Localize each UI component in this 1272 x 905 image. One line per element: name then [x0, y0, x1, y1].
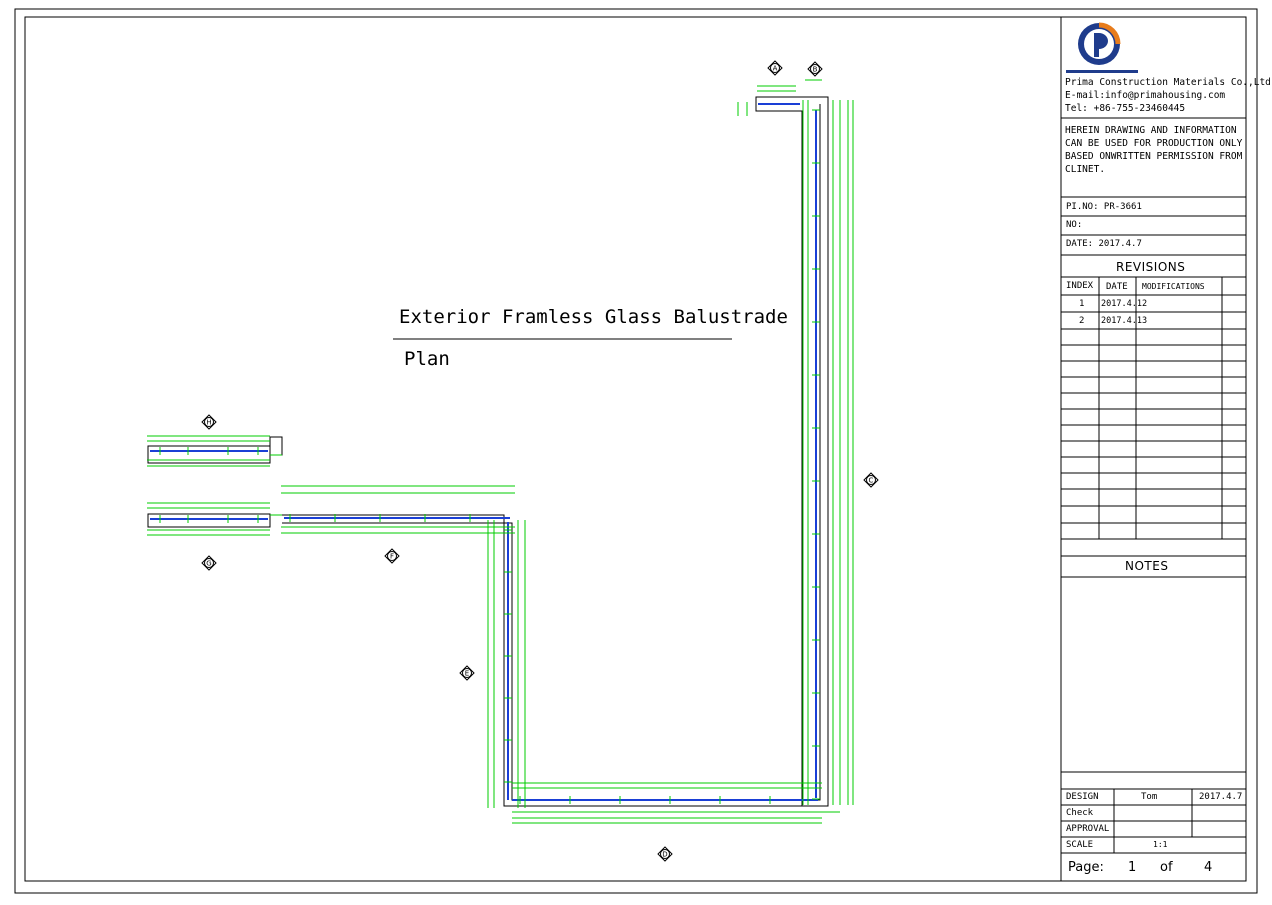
drawing-subtitle: Plan	[404, 348, 450, 370]
rev-row-index: 2	[1079, 316, 1085, 326]
marker-circle	[462, 668, 472, 678]
marker-letter: A	[773, 65, 778, 73]
section-markers: A B C D E F G H	[201, 60, 879, 862]
disclaimer-text: HEREIN DRAWING AND INFORMATION CAN BE US…	[1065, 125, 1243, 175]
scale-label: SCALE	[1066, 840, 1094, 850]
page-label: Page:	[1068, 860, 1104, 875]
marker-letter: C	[869, 477, 874, 485]
section-marker-a: A	[767, 60, 783, 76]
company-name: Prima Construction Materials Co.,Ltd	[1065, 77, 1271, 88]
company-logo	[1066, 22, 1138, 73]
date-field: DATE: 2017.4.7	[1066, 239, 1142, 249]
page-current: 1	[1128, 860, 1137, 875]
inner-border	[24, 16, 1247, 882]
marker-diamond	[863, 472, 879, 488]
rev-row-date: 2017.4.12	[1101, 299, 1148, 309]
company-email: E-mail:info@primahousing.com	[1065, 90, 1226, 101]
marker-diamond	[384, 548, 400, 564]
rev-header-modifications: MODIFICATIONS	[1142, 282, 1205, 291]
pi-number: PI.NO: PR-3661	[1066, 202, 1142, 212]
scale-value: 1:1	[1153, 840, 1168, 849]
section-marker-h: H	[201, 414, 217, 430]
section-marker-d: D	[657, 846, 673, 862]
marker-circle	[204, 558, 214, 568]
marker-circle	[204, 417, 214, 427]
marker-letter: E	[465, 670, 469, 678]
section-marker-f: F	[384, 548, 400, 564]
notes-heading: NOTES	[1125, 559, 1169, 573]
design-date: 2017.4.7	[1199, 792, 1243, 802]
marker-circle	[660, 849, 670, 859]
design-label: DESIGN	[1066, 792, 1099, 802]
marker-diamond	[767, 60, 783, 76]
section-marker-g: G	[201, 555, 217, 571]
page-total: 4	[1204, 860, 1213, 875]
marker-diamond	[459, 665, 475, 681]
drawing-title: Exterior Framless Glass Balustrade	[399, 306, 788, 328]
marker-circle	[770, 63, 780, 73]
section-marker-b: B	[807, 61, 823, 77]
no-field: NO:	[1066, 220, 1083, 230]
company-tel: Tel: +86-755-23460445	[1065, 103, 1186, 114]
dimension-lines	[147, 79, 854, 824]
approval-label: APPROVAL	[1066, 824, 1110, 834]
rev-header-index: INDEX	[1066, 281, 1094, 291]
check-label: Check	[1066, 808, 1094, 818]
marker-circle	[387, 551, 397, 561]
outer-border	[14, 8, 1258, 894]
balustrade-plan	[147, 79, 854, 824]
marker-circle	[866, 475, 876, 485]
marker-letter: D	[662, 851, 667, 859]
marker-letter: G	[206, 560, 211, 568]
glass-panels	[150, 103, 818, 801]
marker-diamond	[201, 555, 217, 571]
marker-letter: H	[206, 419, 211, 427]
marker-letter: B	[813, 66, 818, 74]
marker-letter: F	[390, 553, 394, 561]
section-marker-e: E	[459, 665, 475, 681]
marker-diamond	[201, 414, 217, 430]
revisions-heading: REVISIONS	[1116, 260, 1186, 274]
rev-row-date: 2017.4.13	[1101, 316, 1148, 326]
section-marker-c: C	[863, 472, 879, 488]
marker-diamond	[657, 846, 673, 862]
page-of: of	[1160, 860, 1173, 875]
marker-circle	[810, 64, 820, 74]
rev-header-date: DATE	[1106, 282, 1128, 292]
design-name: Tom	[1141, 792, 1158, 802]
rev-row-index: 1	[1079, 299, 1085, 309]
marker-diamond	[807, 61, 823, 77]
title-block-grid	[1061, 117, 1246, 854]
